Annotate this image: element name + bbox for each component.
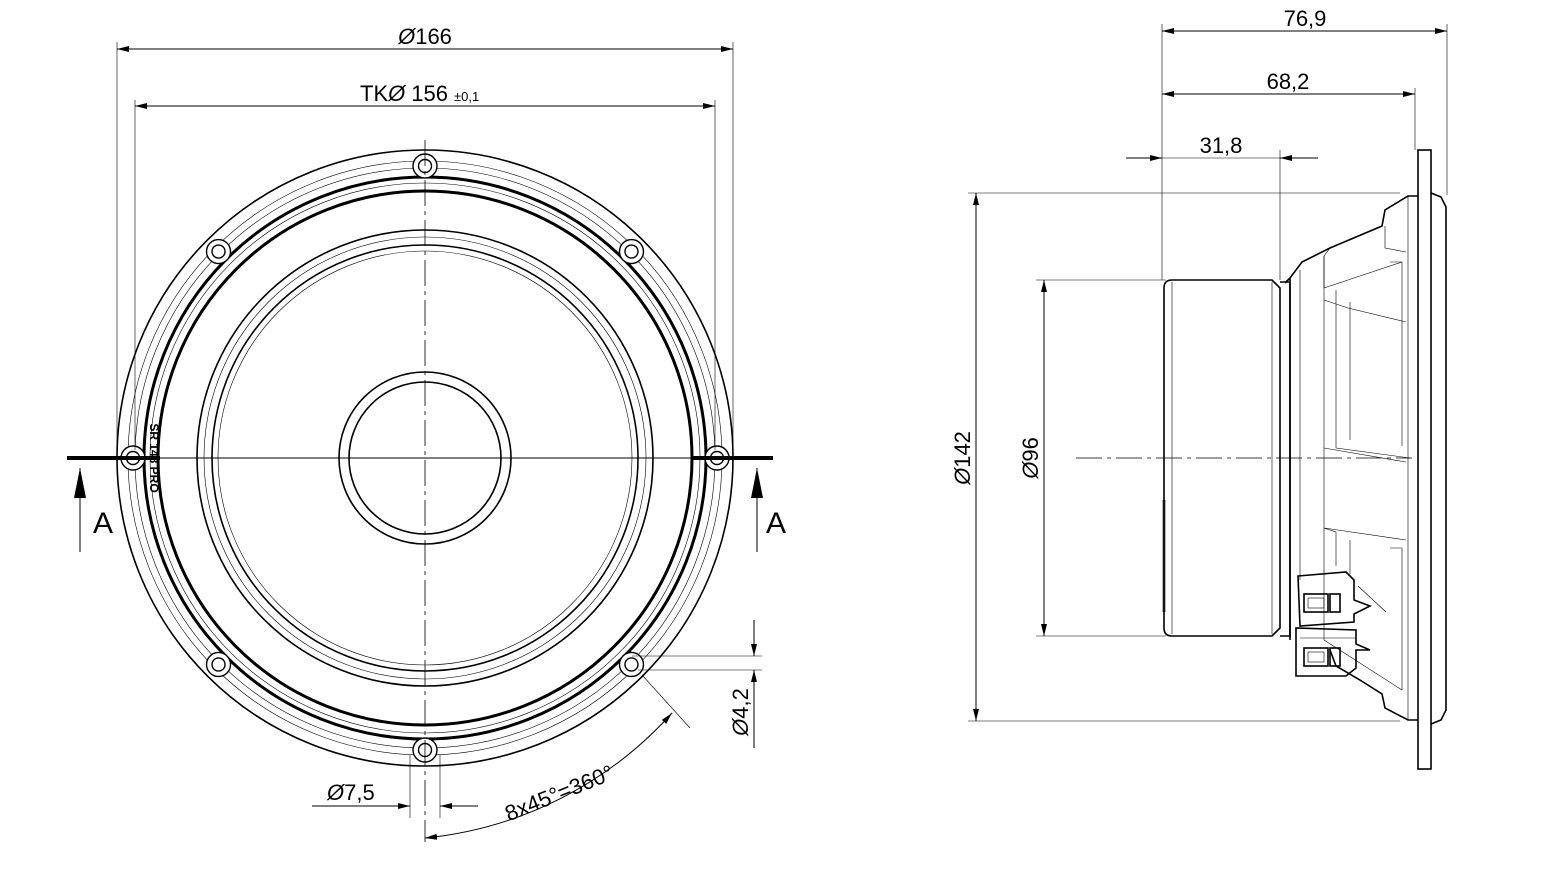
mounting-hole-bore: [211, 244, 226, 259]
mounting-hole-countersink: [205, 238, 232, 265]
ext-line-angle: [641, 674, 691, 729]
diameter-symbol-4: Ø: [326, 780, 346, 805]
dim-magnet-dia-label: Ø96: [1018, 437, 1043, 480]
diameter-symbol: Ø: [397, 24, 417, 49]
dim-arc-angle: [424, 712, 673, 840]
section-label-right: A: [766, 507, 786, 540]
mounting-hole-bore: [211, 657, 226, 672]
mounting-hole: [205, 651, 232, 678]
mounting-hole: [618, 238, 645, 265]
mounting-holes: [120, 153, 730, 763]
dim-mount-depth: 68,2: [1267, 69, 1310, 94]
dim-magnet-dia-value: 96: [1018, 437, 1043, 461]
diameter-symbol-2: Ø: [387, 81, 407, 106]
tk-prefix: TK: [360, 81, 388, 106]
diameter-symbol-6: Ø: [1018, 460, 1043, 480]
dim-hole-small-label: Ø4,2: [728, 688, 753, 737]
dim-hole-large-value: 7,5: [344, 780, 375, 805]
mounting-hole-countersink: [618, 651, 645, 678]
dim-cutout-label: Ø142: [950, 431, 975, 486]
dim-bolt-circle-value: 156: [411, 81, 448, 106]
dim-cutout-value: 142: [950, 431, 975, 468]
basket-upper-window: [1323, 261, 1411, 463]
basket-lower: [1329, 649, 1418, 721]
diameter-symbol-5: Ø: [950, 466, 975, 486]
basket-lower-inner: [1323, 527, 1407, 691]
mounting-hole-countersink: [618, 238, 645, 265]
mounting-hole-countersink: [205, 651, 232, 678]
dim-total-depth: 76,9: [1284, 6, 1327, 31]
dim-bolt-circle-tolerance: ±0,1: [454, 89, 479, 104]
dim-hole-small-value: 4,2: [728, 688, 753, 719]
mounting-hole-bore: [624, 657, 639, 672]
basket-upper: [1284, 195, 1418, 284]
flange-plate: [1417, 149, 1432, 770]
dim-outer-label: Ø166: [397, 24, 452, 49]
dim-hole-large-label: Ø7,5: [326, 780, 375, 805]
dim-outer-value: 166: [415, 24, 452, 49]
magnet-body: [1163, 279, 1281, 637]
magnet-plate: [1280, 281, 1291, 637]
gasket-profile: [1430, 192, 1447, 725]
mounting-hole: [205, 238, 232, 265]
terminal-block: [1295, 571, 1387, 677]
side-view: 76,9 68,2 31,8 Ø142 Ø96: [950, 6, 1448, 770]
dim-angle-label: 8x45°=360°: [501, 760, 617, 826]
dim-magnet-depth: 31,8: [1200, 133, 1243, 158]
section-label-left: A: [93, 507, 113, 540]
mounting-hole: [618, 651, 645, 678]
mounting-hole-bore: [624, 244, 639, 259]
diameter-symbol-3: Ø: [728, 717, 753, 737]
magnet-vent-marks: [1162, 500, 1166, 612]
